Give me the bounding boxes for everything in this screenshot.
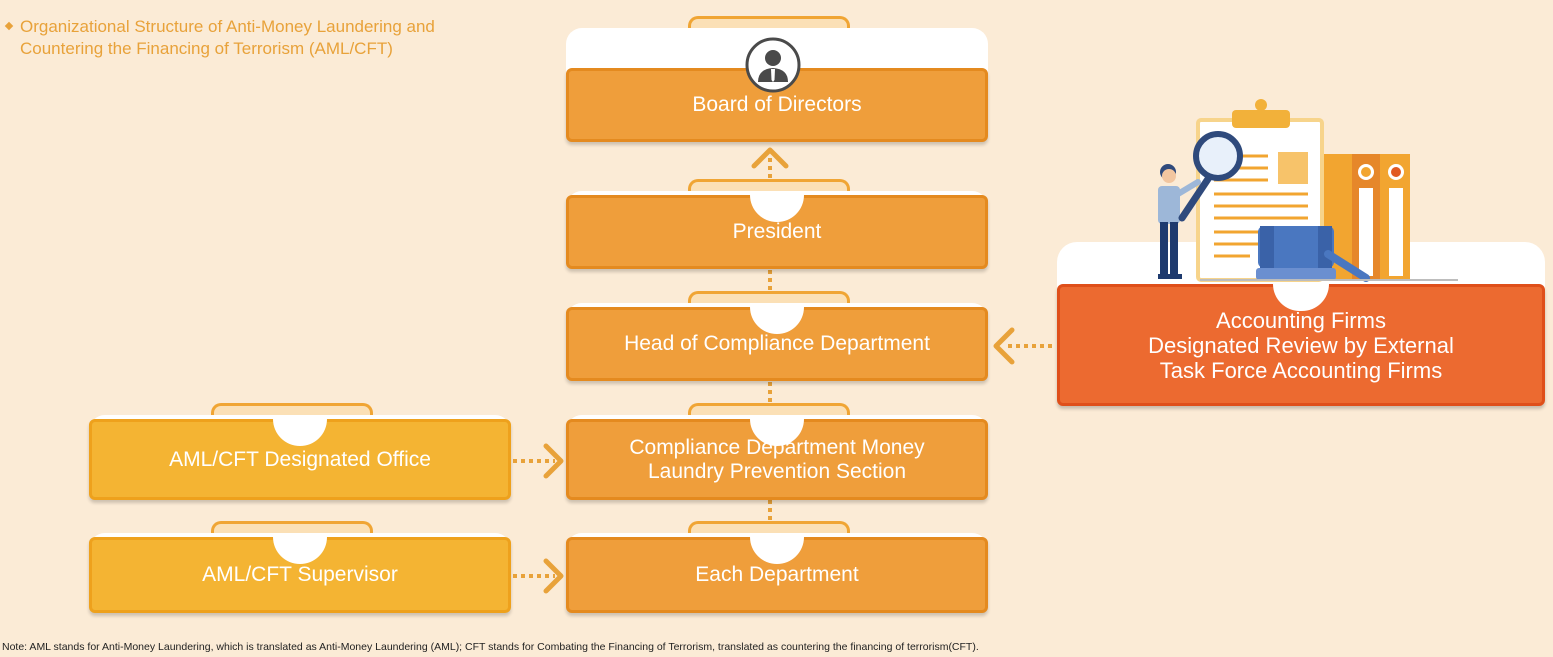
- title-line-1: Organizational Structure of Anti-Money L…: [20, 17, 435, 36]
- title-line-2: Countering the Financing of Terrorism (A…: [20, 39, 393, 58]
- audit-illustration: [1158, 99, 1458, 282]
- diagram-title: Organizational Structure of Anti-Money L…: [4, 16, 435, 60]
- compliance-section-label-2: Laundry Prevention Section: [648, 459, 906, 483]
- board-label: Board of Directors: [692, 93, 862, 116]
- arrow-right-each: [543, 558, 564, 594]
- node-president: President: [566, 179, 988, 271]
- designated-office-label: AML/CFT Designated Office: [169, 447, 431, 471]
- node-supervisor: AML/CFT Supervisor: [89, 521, 511, 615]
- node-board: Board of Directors: [566, 16, 988, 146]
- node-each-department: Each Department: [566, 521, 988, 615]
- node-designated-office: AML/CFT Designated Office: [89, 403, 511, 502]
- arrow-right-section: [543, 443, 564, 479]
- each-department-label: Each Department: [695, 563, 859, 586]
- accounting-label-3: Task Force Accounting Firms: [1159, 357, 1443, 383]
- arrow-up-board: [751, 147, 789, 169]
- arrow-left-head: [993, 327, 1015, 365]
- accounting-label-2: Designated Review by External: [1148, 332, 1454, 358]
- gavel-icon: [1256, 226, 1370, 282]
- person-icon: [745, 37, 801, 93]
- supervisor-label: AML/CFT Supervisor: [202, 563, 398, 586]
- node-compliance-section: Compliance Department Money Laundry Prev…: [566, 403, 988, 502]
- president-label: President: [732, 220, 822, 243]
- accounting-label-1: Accounting Firms: [1216, 307, 1386, 333]
- node-head-compliance: Head of Compliance Department: [566, 291, 988, 383]
- compliance-section-label-1: Compliance Department Money: [629, 435, 925, 459]
- head-compliance-label: Head of Compliance Department: [624, 332, 930, 355]
- footnote: Note: AML stands for Anti-Money Launderi…: [2, 641, 979, 653]
- person-figure: [1158, 164, 1201, 279]
- magnifier-icon: [1178, 131, 1243, 222]
